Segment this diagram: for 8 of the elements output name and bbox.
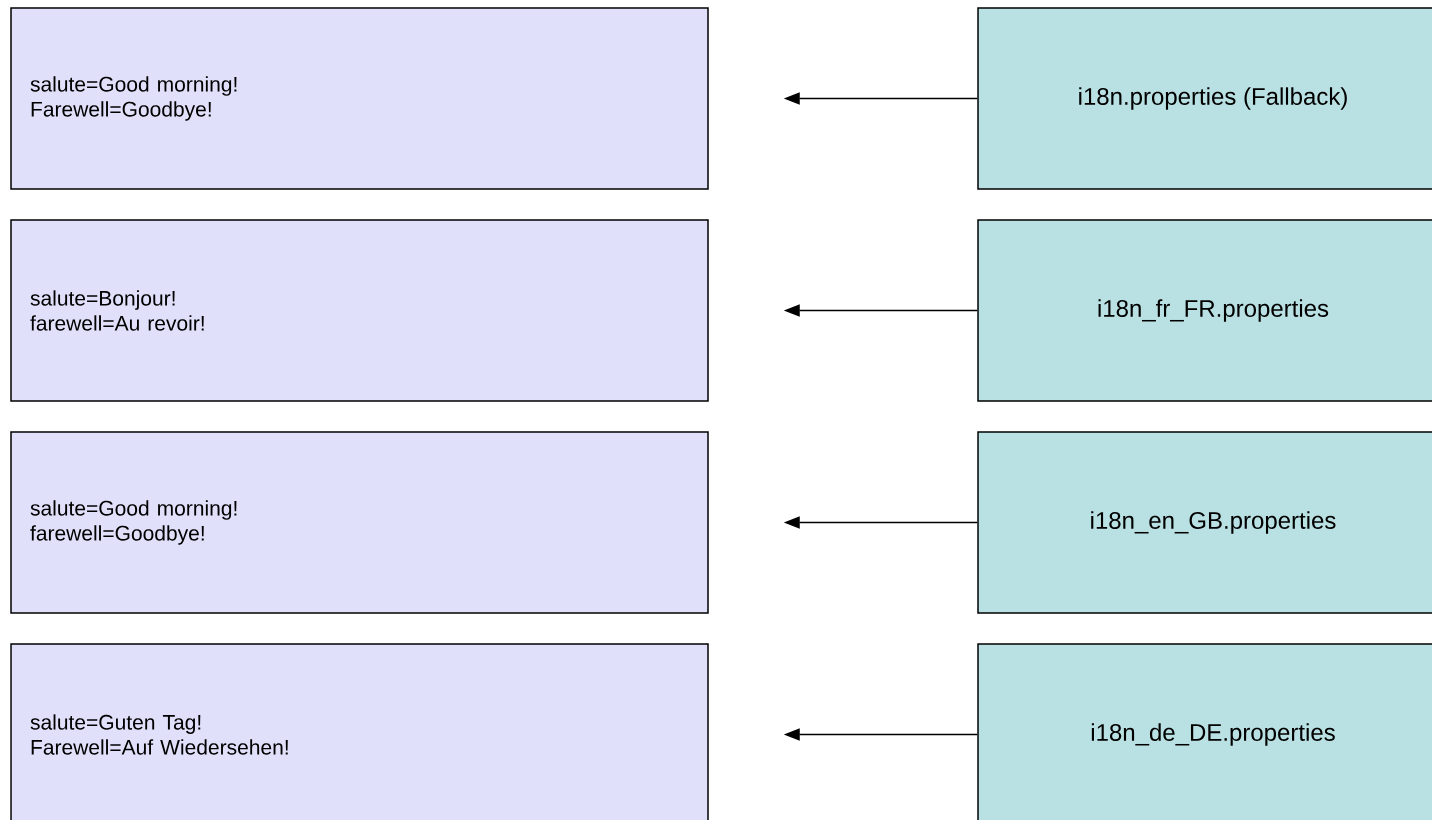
text-box: salute=Guten Tag! Farewell=Auf Wiedersehen! <box>10 643 709 820</box>
file-box: i18n_fr_FR.properties <box>977 219 1432 402</box>
text-box: salute=Good morning! farewell=Goodbye! <box>10 431 709 614</box>
text-box: salute=Good morning! Farewell=Goodbye! <box>10 7 709 190</box>
file-box: i18n_de_DE.properties <box>977 643 1432 820</box>
text-box: salute=Bonjour! farewell=Au revoir! <box>10 219 709 402</box>
file-box: i18n.properties (Fallback) <box>977 7 1432 190</box>
file-box: i18n_en_GB.properties <box>977 431 1432 614</box>
